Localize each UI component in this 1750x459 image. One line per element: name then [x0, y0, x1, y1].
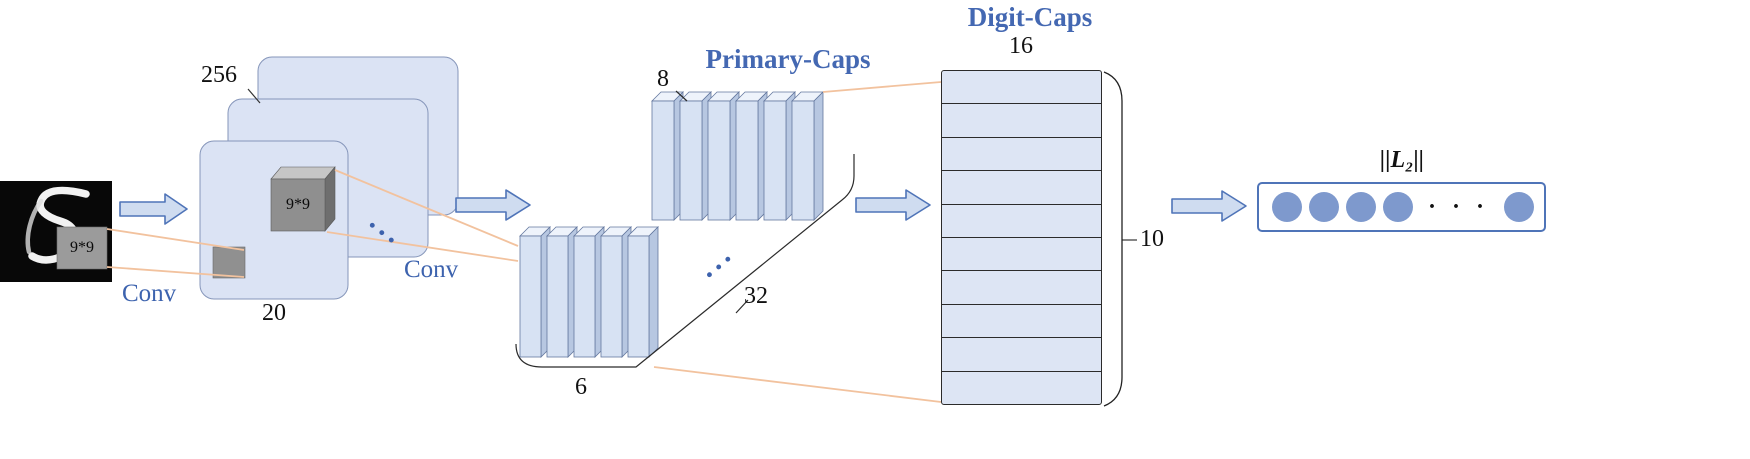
digit-caps-cell — [942, 205, 1101, 239]
digit-caps-cell — [942, 305, 1101, 339]
digit-caps-bracket — [1103, 71, 1123, 407]
conv-channels-label: 256 — [201, 62, 237, 88]
digit-caps-cell — [942, 271, 1101, 305]
conv1-label: Conv — [122, 280, 177, 307]
primary-caps-outline — [515, 154, 855, 368]
digit-caps-cell — [942, 372, 1101, 404]
digit-caps-title: Digit-Caps — [967, 2, 1093, 32]
output-capsule-circle — [1272, 192, 1302, 222]
connector-lines — [106, 81, 942, 403]
l2-norm-label: ||L₂|| — [1379, 147, 1425, 173]
num-classes-label: 10 — [1140, 226, 1164, 252]
digit-caps-table — [941, 70, 1102, 405]
digit-caps-cell — [942, 238, 1101, 272]
arrow-icon — [455, 189, 531, 221]
digit-caps-cell — [942, 171, 1101, 205]
conv-kernel-label: 9*9 — [286, 196, 310, 213]
input-kernel-box — [56, 226, 108, 270]
conv2-label: Conv — [404, 256, 459, 283]
output-capsule-circle — [1504, 192, 1535, 222]
primary-caps-front-stack — [519, 226, 659, 358]
input-kernel-label: 9*9 — [70, 239, 94, 256]
primary-caps-back-stack — [651, 91, 824, 221]
input-image — [0, 181, 112, 282]
capsule-dim-label: 8 — [657, 66, 669, 92]
flow-arrows — [119, 189, 1247, 225]
output-capsule-circle — [1309, 192, 1339, 222]
digit-caps-cell — [942, 104, 1101, 138]
num-maps-label: 32 — [744, 283, 768, 309]
digit-caps-cell — [942, 71, 1101, 105]
digit-caps-cell — [942, 138, 1101, 172]
arrow-icon — [855, 189, 931, 221]
arrow-icon — [1171, 190, 1247, 222]
conv-kernel-cube — [270, 166, 336, 232]
capsule-dim-tick-line — [675, 90, 688, 102]
output-vector-box: · · · — [1257, 182, 1546, 232]
output-capsule-circle — [1346, 192, 1376, 222]
receptive-field-square — [212, 246, 246, 279]
channels-tick-line — [247, 88, 261, 104]
digit-caps-cell — [942, 338, 1101, 372]
primary-caps-title: Primary-Caps — [705, 44, 871, 74]
output-capsule-circle — [1383, 192, 1413, 222]
ellipsis-dots: · · · — [1428, 193, 1490, 220]
grid-size-label: 6 — [575, 374, 587, 400]
vector-dim-label: 16 — [1009, 33, 1033, 59]
num-maps-tick-line — [735, 299, 749, 314]
conv-size-label: 20 — [262, 300, 286, 326]
arrow-icon — [119, 193, 188, 225]
